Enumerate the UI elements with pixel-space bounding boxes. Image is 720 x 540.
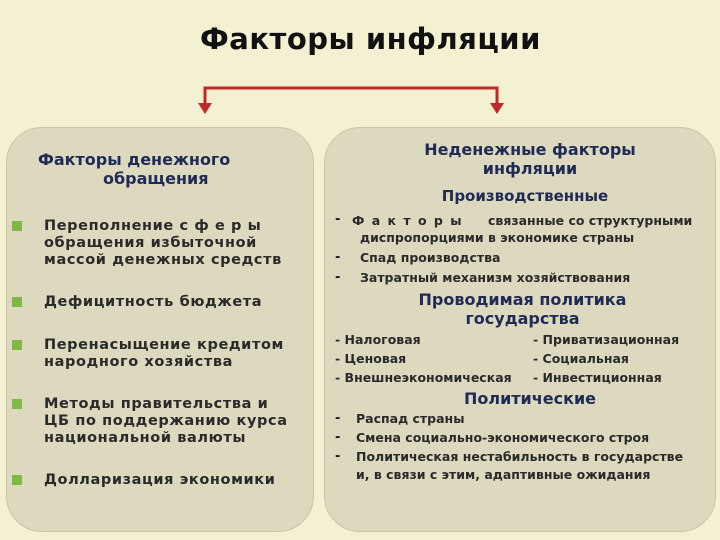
- page-title: Факторы инфляции: [200, 22, 541, 56]
- production-item: диспропорциями в экономике страны: [360, 230, 635, 245]
- policy-item: - Инвестиционная: [533, 370, 662, 385]
- production-item: Затратный механизм хозяйствования: [360, 270, 631, 285]
- square-bullet-icon: [12, 475, 22, 485]
- political-item: Распад страны: [356, 411, 465, 426]
- policy-heading: Проводимая политика государства: [418, 290, 627, 328]
- political-item: Смена социально-экономического строя: [356, 430, 650, 445]
- list-item: Дефицитность бюджета: [12, 294, 302, 311]
- list-item: Перенасыщение кредитом народного хозяйст…: [12, 337, 302, 371]
- list-item: Долларизация экономики: [12, 472, 302, 489]
- policy-item: - Социальная: [533, 351, 629, 366]
- political-heading: Политические: [463, 389, 597, 408]
- policy-item: - Приватизационная: [533, 332, 680, 347]
- production-item: Ф а к т о р ы: [352, 213, 464, 228]
- monetary-factors-heading: Факторы денежного обращения: [38, 150, 231, 188]
- list-item: Методы правительства и ЦБ по поддержанию…: [12, 396, 302, 447]
- list-item: Переполнение с ф е р ы обращения избыточ…: [12, 218, 302, 269]
- square-bullet-icon: [12, 340, 22, 350]
- left-arrow-head: [198, 103, 212, 114]
- production-item: связанные со структурными: [488, 213, 693, 228]
- political-item: и, в связи с этим, адаптивные ожидания: [356, 467, 651, 482]
- policy-item: - Налоговая: [335, 332, 421, 347]
- connector-arrows: [198, 86, 504, 114]
- square-bullet-icon: [12, 221, 22, 231]
- monetary-factors-panel: [6, 127, 314, 532]
- right-arrow-head: [490, 103, 504, 114]
- policy-item: - Внешнеэкономическая: [335, 370, 512, 385]
- non-monetary-factors-heading: Неденежные факторы инфляции: [424, 140, 636, 178]
- square-bullet-icon: [12, 297, 22, 307]
- production-heading: Производственные: [441, 187, 609, 205]
- policy-item: - Ценовая: [335, 351, 407, 366]
- political-item: Политическая нестабильность в государств…: [356, 449, 684, 464]
- production-item: Спад производства: [360, 250, 501, 265]
- non-monetary-factors-panel: [324, 127, 716, 532]
- square-bullet-icon: [12, 399, 22, 409]
